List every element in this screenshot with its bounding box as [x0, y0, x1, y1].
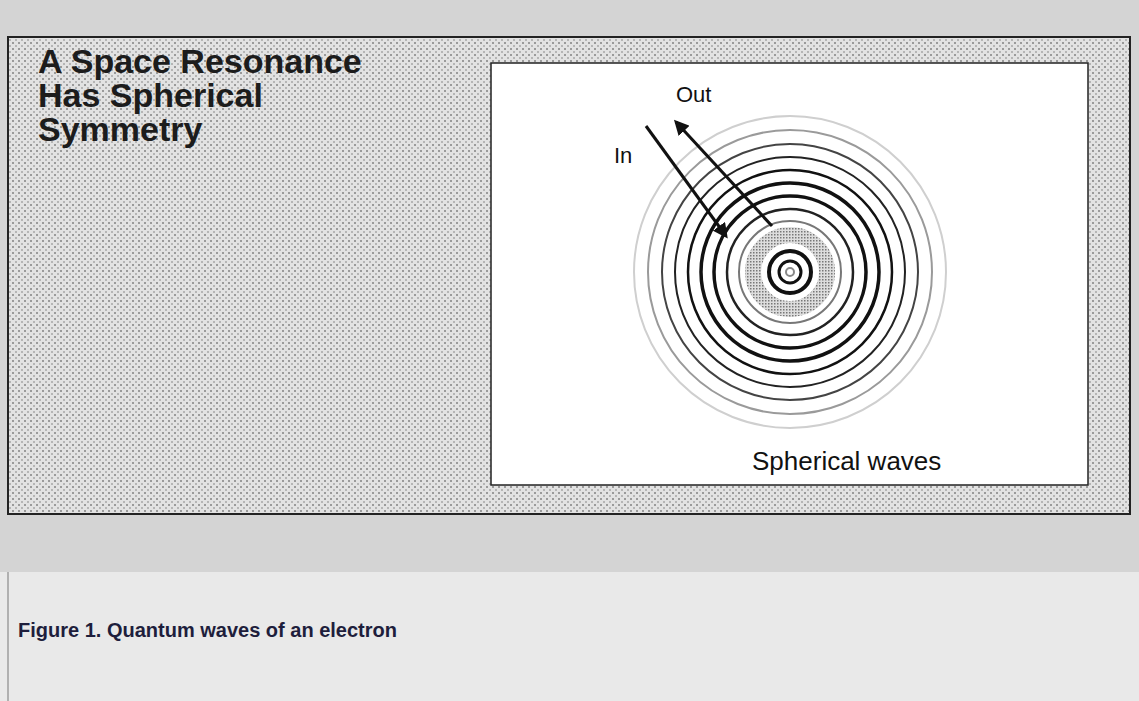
band-edge: [7, 572, 9, 701]
in-arrow: [646, 126, 726, 236]
out-arrow: [676, 122, 772, 226]
figure-label: Spherical waves: [752, 446, 941, 476]
caption-band: [0, 572, 1139, 701]
textured-panel: [8, 37, 1130, 514]
panel-title: A Space Resonance Has Spherical Symmetry: [38, 44, 408, 146]
arrow-label: Out: [676, 82, 711, 108]
figure-caption: Figure 1. Quantum waves of an electron: [18, 618, 397, 642]
spherical-waves: [634, 116, 946, 428]
arrow-label: In: [614, 143, 632, 169]
picture-frame: [491, 63, 1088, 485]
